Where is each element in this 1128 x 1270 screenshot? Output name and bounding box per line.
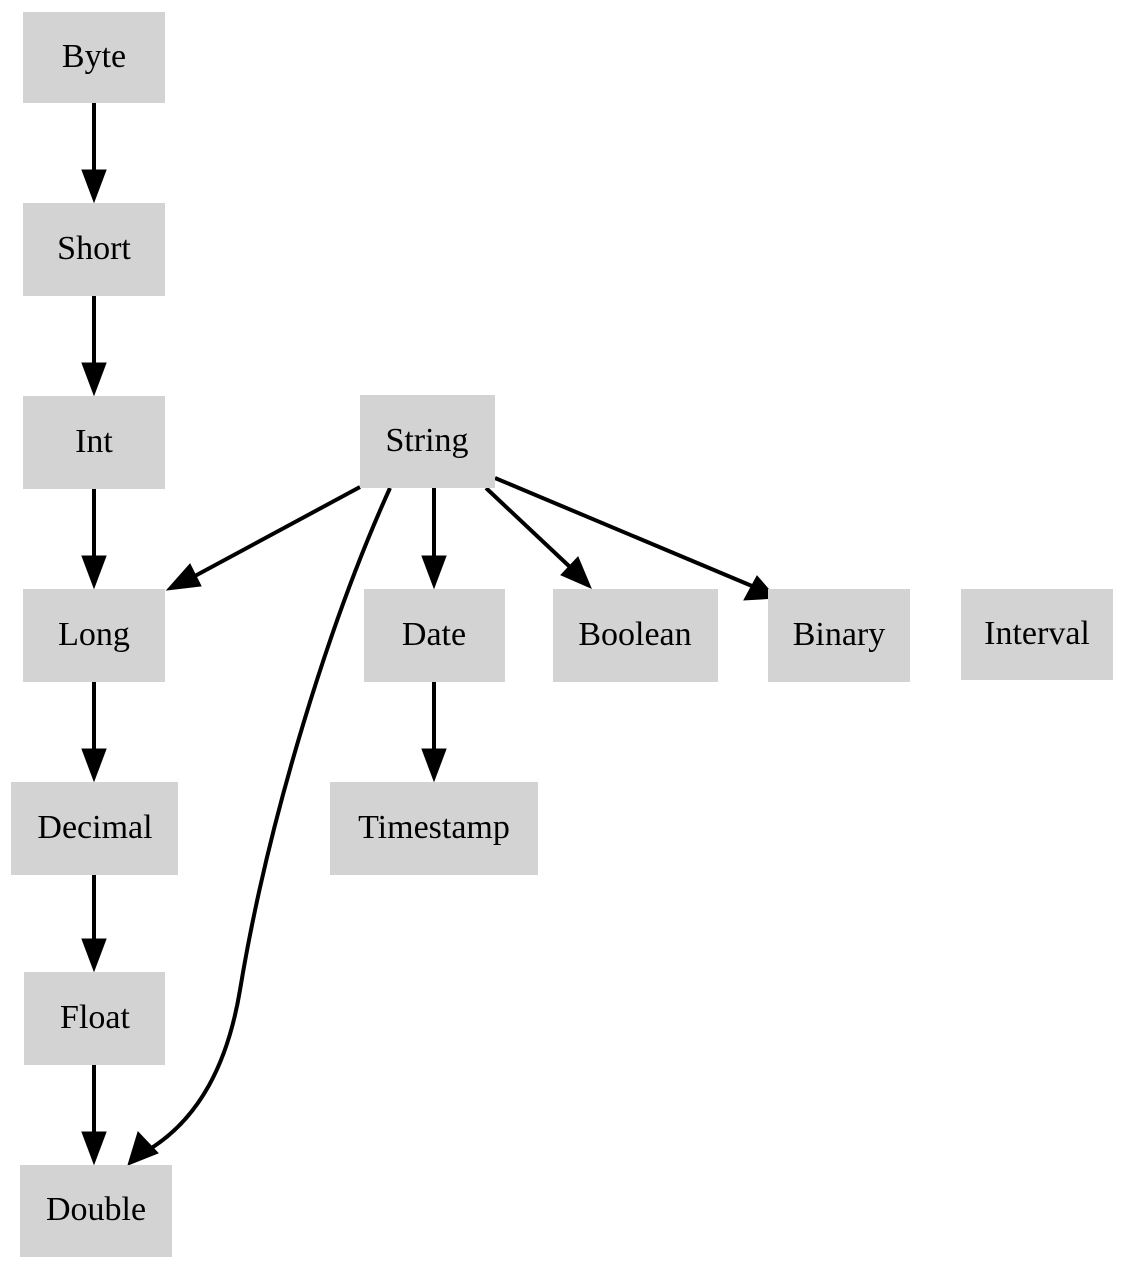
edge-int-to-long <box>81 489 107 590</box>
node-double[interactable]: Double <box>20 1165 172 1257</box>
node-byte[interactable]: Byte <box>23 12 165 103</box>
edge-string-to-date <box>421 488 447 590</box>
node-int-label: Int <box>75 423 113 460</box>
node-long-box[interactable] <box>23 589 165 682</box>
edge-short-to-int <box>81 296 107 397</box>
node-boolean[interactable]: Boolean <box>553 589 718 682</box>
node-timestamp-box[interactable] <box>330 782 538 875</box>
node-string-box[interactable] <box>360 395 495 488</box>
node-float[interactable]: Float <box>24 972 165 1065</box>
node-date[interactable]: Date <box>364 589 505 682</box>
node-binary[interactable]: Binary <box>768 589 910 682</box>
node-float-box[interactable] <box>24 972 165 1065</box>
node-interval-label: Interval <box>984 615 1090 652</box>
node-binary-label: Binary <box>793 616 886 653</box>
node-date-label: Date <box>402 616 466 653</box>
edge-decimal-to-float <box>81 875 107 973</box>
node-timestamp[interactable]: Timestamp <box>330 782 538 875</box>
node-short[interactable]: Short <box>23 203 165 296</box>
node-decimal-label: Decimal <box>37 809 152 846</box>
node-boolean-box[interactable] <box>553 589 718 682</box>
node-double-box[interactable] <box>20 1165 172 1257</box>
node-date-box[interactable] <box>364 589 505 682</box>
node-string[interactable]: String <box>360 395 495 488</box>
node-decimal-box[interactable] <box>11 782 178 875</box>
node-double-label: Double <box>46 1191 146 1228</box>
edge-date-to-timestamp <box>421 682 447 783</box>
edge-long-to-decimal <box>81 682 107 783</box>
node-long-label: Long <box>58 616 130 653</box>
edge-string-to-binary <box>494 476 778 601</box>
node-decimal[interactable]: Decimal <box>11 782 178 875</box>
node-float-label: Float <box>60 999 130 1036</box>
node-byte-label: Byte <box>62 38 126 75</box>
node-boolean-label: Boolean <box>578 616 691 653</box>
node-int[interactable]: Int <box>23 396 165 489</box>
node-int-box[interactable] <box>23 396 165 489</box>
node-string-label: String <box>385 422 468 459</box>
node-interval[interactable]: Interval <box>961 589 1113 680</box>
edge-string-to-boolean <box>484 486 592 589</box>
edge-byte-to-short <box>81 103 107 204</box>
node-byte-box[interactable] <box>23 12 165 103</box>
edge-string-to-long <box>165 485 361 591</box>
edge-float-to-double <box>81 1065 107 1166</box>
node-timestamp-label: Timestamp <box>358 809 510 846</box>
node-short-label: Short <box>57 230 131 267</box>
edge-string-to-double <box>127 487 392 1166</box>
node-short-box[interactable] <box>23 203 165 296</box>
node-interval-box[interactable] <box>961 589 1113 680</box>
node-long[interactable]: Long <box>23 589 165 682</box>
node-binary-box[interactable] <box>768 589 910 682</box>
node-layer: Byte Short Int String Long Date <box>11 12 1113 1257</box>
edge-layer <box>81 103 778 1166</box>
